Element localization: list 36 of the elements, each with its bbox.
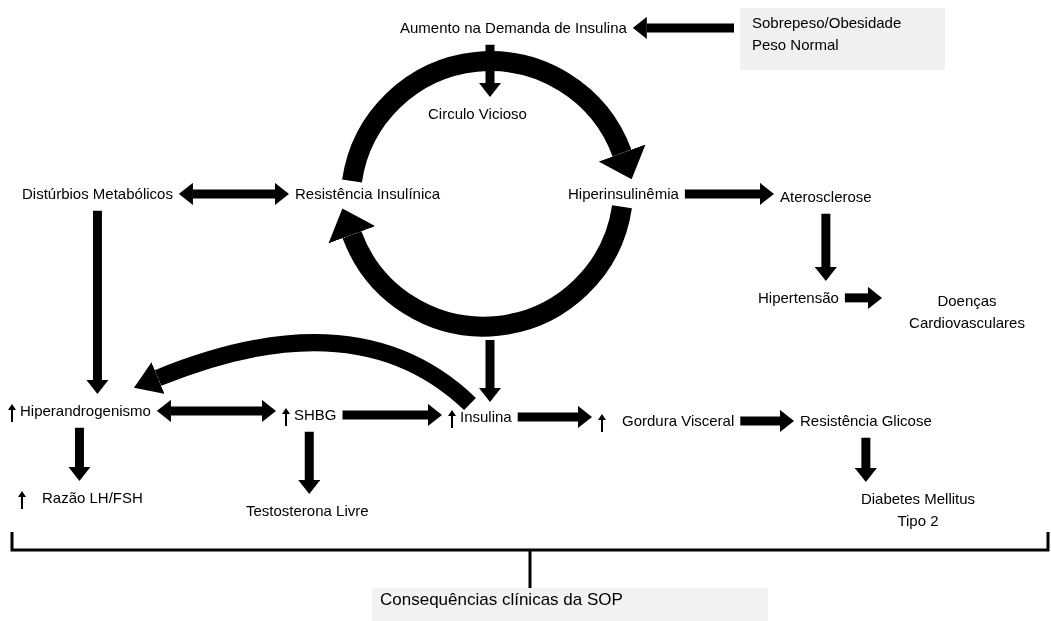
block-arrow bbox=[517, 405, 592, 428]
block-arrow bbox=[814, 213, 837, 281]
node-label: Hipertensão bbox=[758, 287, 839, 309]
block-arrow bbox=[68, 427, 91, 481]
node-label: Aterosclerose bbox=[780, 186, 872, 208]
block-arrow bbox=[479, 44, 501, 97]
curved-arrow bbox=[329, 204, 632, 337]
block-arrow bbox=[178, 182, 289, 205]
node-label: Aumento na Demanda de Insulina bbox=[400, 17, 627, 39]
node-label: Gordura Visceral bbox=[622, 411, 735, 431]
node-label: Doenças Cardiovasculares bbox=[888, 290, 1046, 334]
block-arrow bbox=[740, 409, 794, 432]
block-arrow bbox=[632, 16, 734, 39]
block-arrow bbox=[854, 437, 877, 482]
node-label: Peso Normal bbox=[752, 34, 840, 55]
block-arrow bbox=[156, 399, 276, 422]
block-arrow bbox=[342, 403, 442, 426]
node-label: Razão LH/FSH bbox=[42, 488, 143, 508]
node-label: Sobrepeso/Obesidade bbox=[752, 13, 903, 33]
node-label: Resistência Glicose bbox=[800, 410, 932, 432]
block-arrow bbox=[86, 210, 109, 394]
block-arrow bbox=[684, 182, 774, 205]
node-label: Diabetes Mellitus Tipo 2 bbox=[853, 488, 983, 532]
node-label: SHBG bbox=[294, 405, 337, 425]
node-label: Resistência Insulínica bbox=[295, 183, 441, 205]
block-arrow bbox=[479, 340, 501, 402]
node-label: Hiperinsulinêmia bbox=[568, 183, 679, 205]
caption-box: Consequências clínicas da SOP bbox=[372, 588, 768, 621]
block-arrow bbox=[844, 286, 882, 309]
block-arrow bbox=[298, 431, 321, 494]
curved-arrow bbox=[342, 51, 645, 184]
node-label: Testosterona Livre bbox=[246, 500, 369, 522]
node-label: Distúrbios Metabólicos bbox=[22, 183, 173, 205]
node-label: Insulina bbox=[460, 407, 512, 427]
node-label: Hiperandrogenismo bbox=[20, 401, 151, 421]
node-label: Circulo Vicioso bbox=[428, 103, 527, 125]
